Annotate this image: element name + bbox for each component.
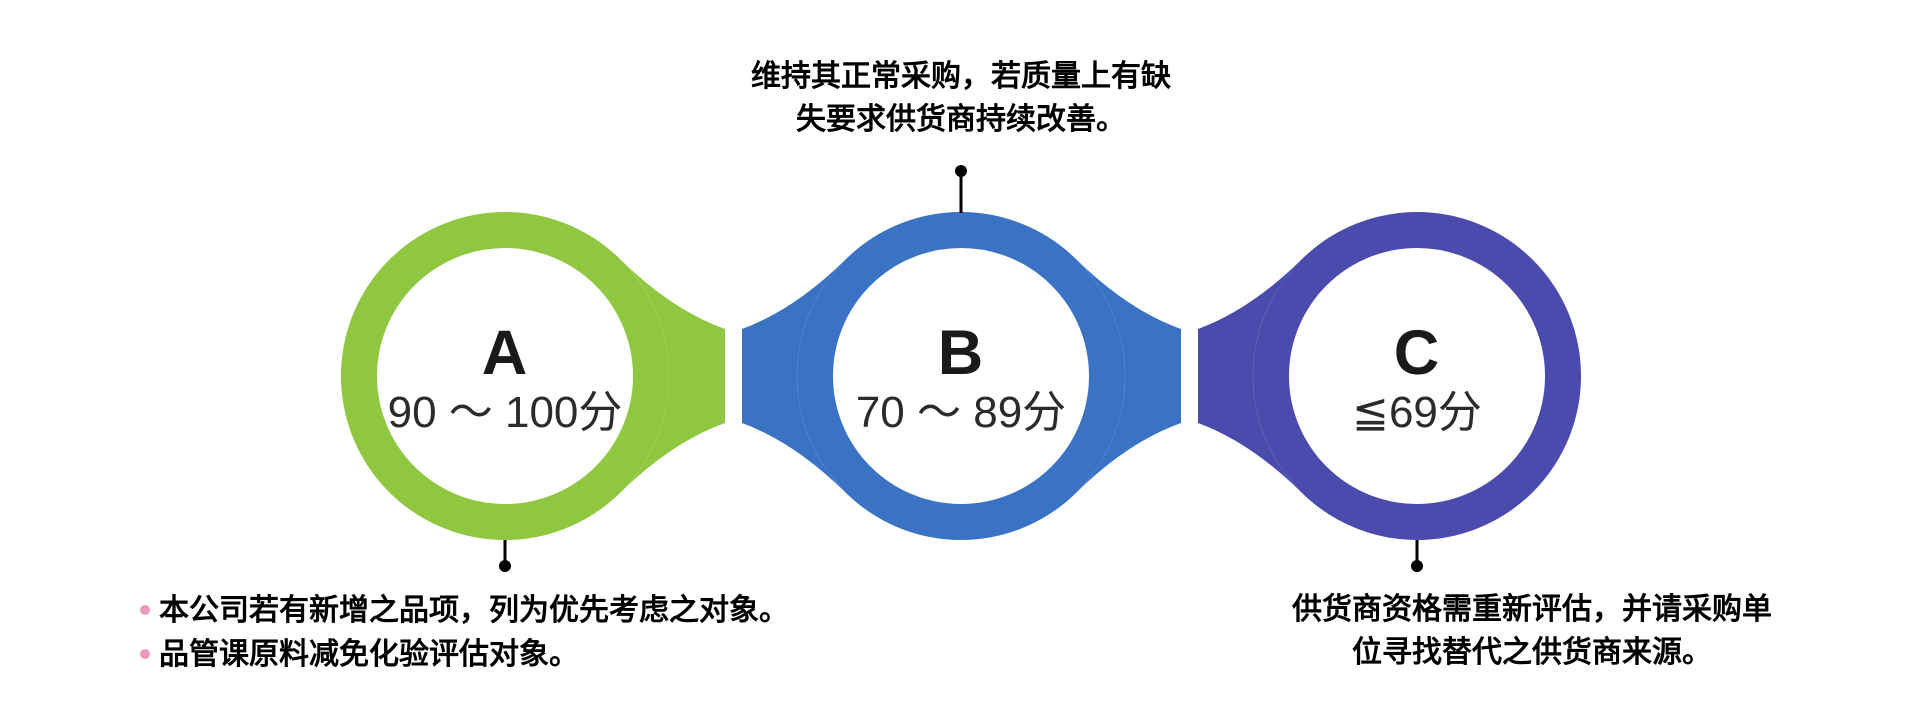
top-note-line-1: 维持其正常采购，若质量上有缺	[751, 60, 1171, 93]
grade-b-letter: B	[937, 318, 985, 388]
connector-stub-a-right	[621, 260, 725, 492]
grade-ring-b	[797, 212, 1125, 540]
leader-dot-icon-top-b	[955, 165, 967, 177]
connector-stub-b-right	[1077, 260, 1181, 492]
grade-a-letter: A	[481, 318, 529, 388]
grade-c-score: ≦69分	[1352, 388, 1482, 437]
bottom-left-note-grade-a: 本公司若有新增之品项，列为优先考虑之对象。 品管课原料减免化验评估对象。	[140, 588, 860, 676]
grade-b-score: 70 ～ 89分	[855, 388, 1067, 437]
connector-stub-b-left	[742, 260, 845, 492]
leader-dot-icon-bottom-c	[1411, 560, 1423, 572]
top-note-grade-b: 维持其正常采购，若质量上有缺 失要求供货商持续改善。	[631, 55, 1291, 141]
bottom-left-note-item: 品管课原料减免化验评估对象。	[140, 632, 860, 676]
top-note-line-2: 失要求供货商持续改善。	[796, 103, 1126, 136]
bottom-right-note-line-2: 位寻找替代之供货商来源。	[1352, 636, 1712, 669]
bottom-left-note-item: 本公司若有新增之品项，列为优先考虑之对象。	[140, 588, 860, 632]
grade-a-score: 90 ～ 100分	[387, 388, 623, 437]
bottom-left-note-text-2: 品管课原料减免化验评估对象。	[159, 637, 579, 671]
grade-ring-c	[1253, 212, 1581, 540]
bottom-left-note-text-1: 本公司若有新增之品项，列为优先考虑之对象。	[159, 593, 789, 627]
bullet-icon	[140, 605, 150, 615]
bottom-right-note-line-1: 供货商资格需重新评估，并请采购单	[1292, 593, 1772, 626]
grade-c-letter: C	[1393, 318, 1441, 388]
connector-stub-c-left	[1198, 260, 1301, 492]
bullet-icon	[140, 649, 150, 659]
grade-ring-a	[341, 212, 669, 540]
leader-dot-icon-bottom-a	[499, 560, 511, 572]
bottom-right-note-grade-c: 供货商资格需重新评估，并请采购单 位寻找替代之供货商来源。	[1232, 588, 1832, 674]
